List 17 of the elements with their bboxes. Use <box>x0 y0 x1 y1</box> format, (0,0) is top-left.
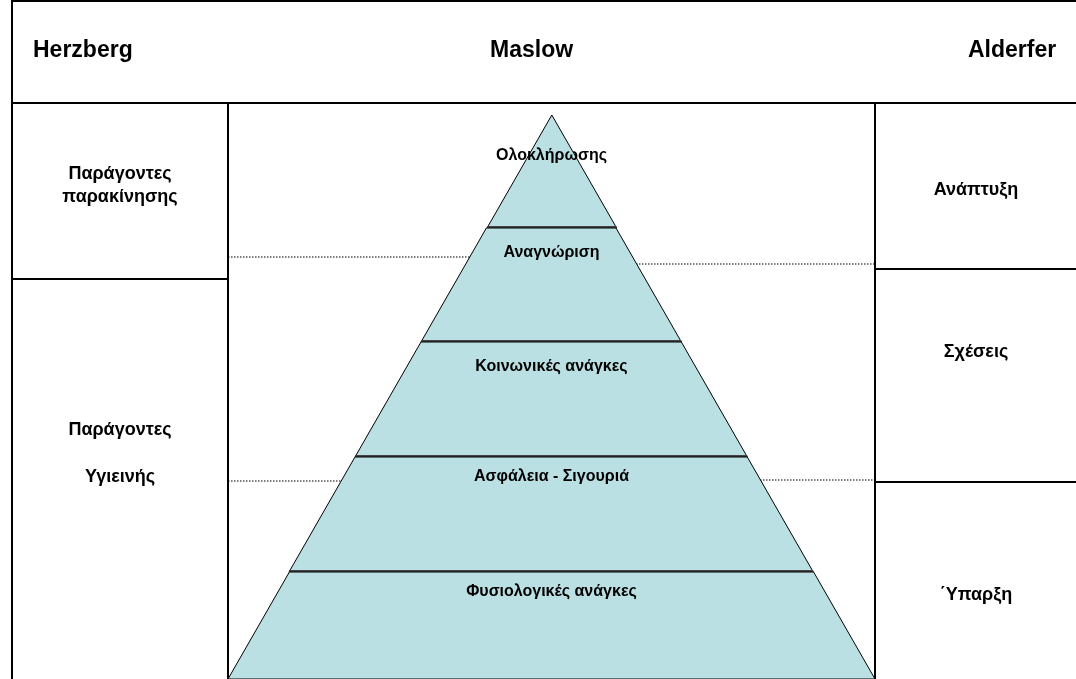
column-header: Maslow <box>490 36 574 63</box>
pyramid-level <box>421 228 682 342</box>
column-header: Herzberg <box>33 36 133 63</box>
category-label: Παράγοντες Υγιεινής <box>67 418 173 488</box>
level-label: Κοινωνικές ανάγκες <box>475 357 628 375</box>
pyramid-level <box>355 342 748 457</box>
category-label: ΄Υπαρξη <box>938 583 1014 606</box>
category-label: Σχέσεις <box>942 340 1010 363</box>
level-label: Ασφάλεια - Σιγουριά <box>474 467 629 485</box>
pyramid-level <box>486 115 617 228</box>
category-label: Παράγοντες παρακίνησης <box>61 162 179 209</box>
category-label: Ανάπτυξη <box>932 178 1020 201</box>
pyramid-level <box>289 457 814 572</box>
column-header: Alderfer <box>968 36 1057 63</box>
pyramid-level <box>228 572 875 679</box>
level-label: Φυσιολογικές ανάγκες <box>466 582 637 600</box>
level-label: Αναγνώριση <box>503 243 600 261</box>
